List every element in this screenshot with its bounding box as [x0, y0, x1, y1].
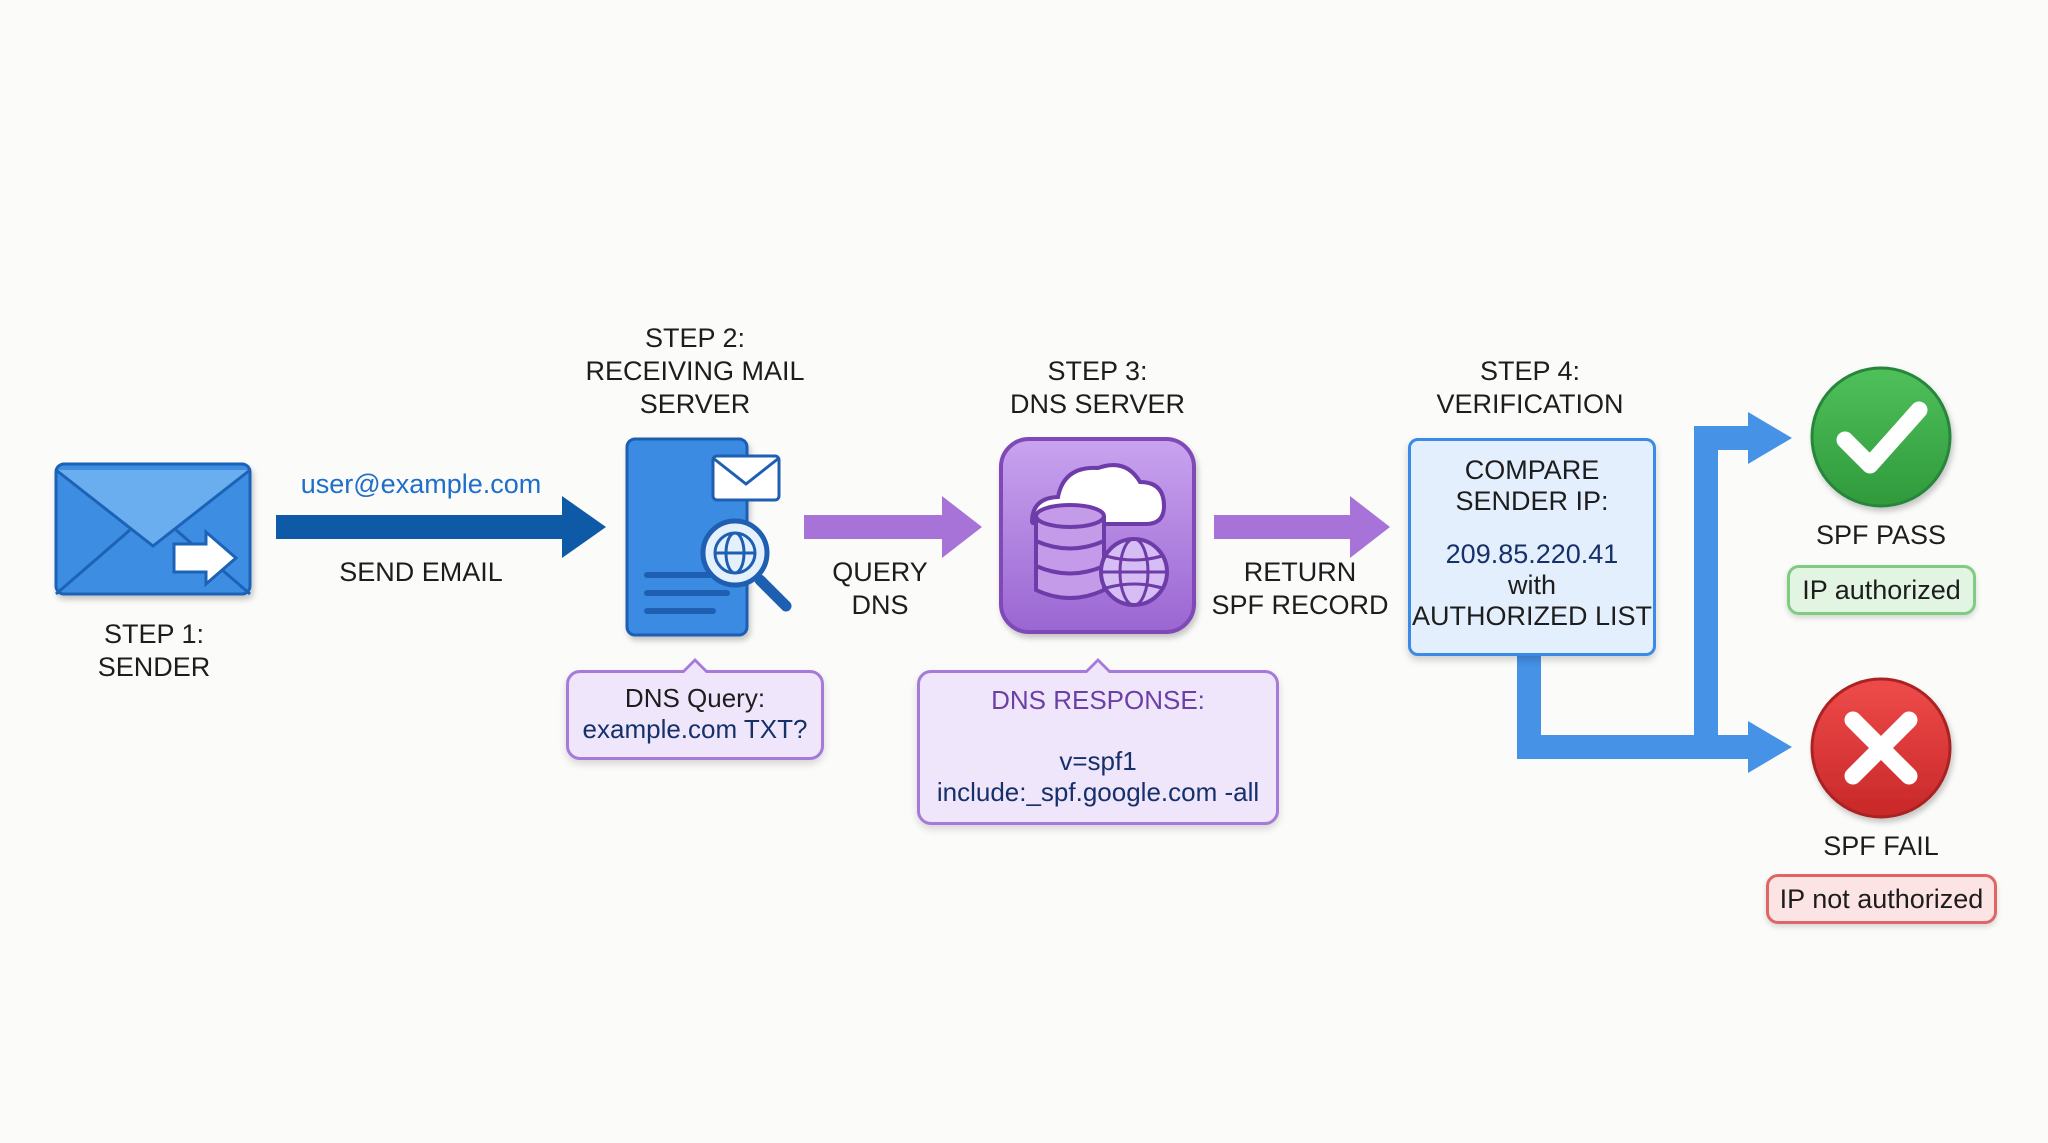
dns-response-title: DNS RESPONSE:: [991, 685, 1205, 715]
step3-line2: DNS SERVER: [1009, 389, 1186, 419]
step2-label: STEP 2: RECEIVING MAIL SERVER: [560, 322, 830, 421]
step1-label: STEP 1: SENDER: [54, 618, 254, 684]
verification-line2: SENDER IP:: [1455, 486, 1609, 516]
result-branch-arrows: [1517, 412, 1792, 773]
step4-line1: STEP 4:: [1479, 356, 1581, 386]
dns-server-icon: [999, 437, 1196, 634]
step2-line2: RECEIVING MAIL: [585, 356, 805, 386]
step1-line1: STEP 1:: [103, 619, 205, 649]
ip-authorized-badge: IP authorized: [1787, 565, 1976, 615]
verification-line3: with: [1507, 570, 1556, 600]
query-dns-arrow: [804, 496, 982, 558]
sender-email-address: user@example.com: [300, 469, 542, 499]
mail-server-icon: [625, 437, 792, 637]
ip-not-authorized-badge: IP not authorized: [1766, 874, 1997, 924]
dns-query-bubble: DNS Query: example.com TXT?: [566, 658, 824, 760]
query-dns-label: QUERY DNS: [800, 556, 960, 622]
step4-label: STEP 4: VERIFICATION: [1400, 355, 1660, 421]
dns-response-line1: v=spf1: [1059, 746, 1137, 776]
sender-ip: 209.85.220.41: [1445, 539, 1619, 569]
query-dns-line2: DNS: [851, 590, 909, 620]
step3-line1: STEP 3:: [1047, 356, 1148, 386]
envelope-icon: [54, 462, 252, 596]
send-email-label: SEND EMAIL: [339, 557, 503, 587]
verification-line4: AUTHORIZED LIST: [1411, 601, 1653, 631]
cross-icon: [1810, 677, 1952, 819]
verification-line1: COMPARE: [1464, 455, 1600, 485]
step2-line1: STEP 2:: [644, 323, 746, 353]
step4-line2: VERIFICATION: [1436, 389, 1624, 419]
dns-query-title: DNS Query:: [624, 683, 766, 713]
step1-line2: SENDER: [97, 652, 211, 682]
check-icon: [1810, 366, 1952, 508]
return-spf-arrow: [1214, 496, 1390, 558]
verification-box: COMPARE SENDER IP: 209.85.220.41 with AU…: [1408, 438, 1656, 656]
dns-response-line2: include:_spf.google.com -all: [936, 777, 1260, 807]
query-dns-line1: QUERY: [832, 557, 928, 587]
dns-response-bubble: DNS RESPONSE: v=spf1 include:_spf.google…: [917, 658, 1279, 825]
spf-fail-label: SPF FAIL: [1823, 831, 1939, 861]
send-email-arrow: [276, 496, 606, 558]
step2-line3: SERVER: [639, 389, 751, 419]
dns-query-text: example.com TXT?: [582, 714, 808, 744]
return-spf-line2: SPF RECORD: [1211, 590, 1389, 620]
return-spf-line1: RETURN: [1243, 557, 1357, 587]
return-spf-label: RETURN SPF RECORD: [1200, 556, 1400, 622]
spf-pass-label: SPF PASS: [1815, 520, 1947, 550]
step3-label: STEP 3: DNS SERVER: [970, 355, 1225, 421]
